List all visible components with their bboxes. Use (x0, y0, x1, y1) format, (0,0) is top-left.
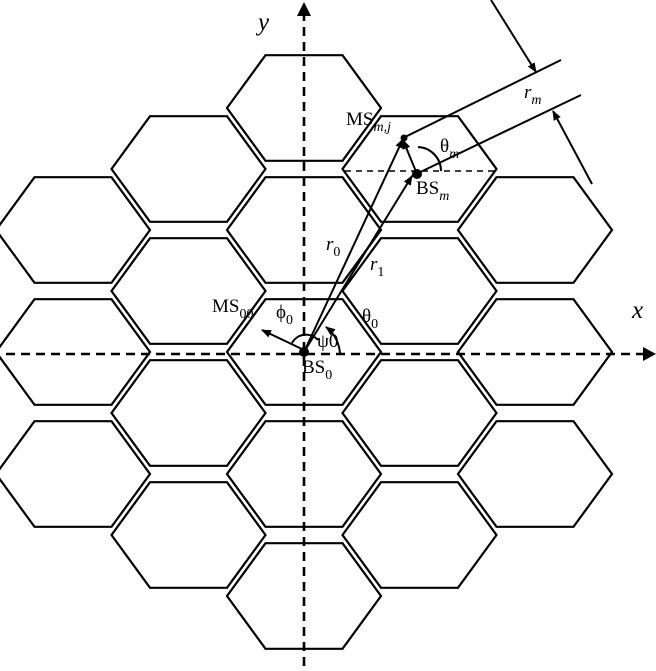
hex-cell (110, 359, 267, 467)
bs-0-point (299, 347, 309, 357)
hex-cell (110, 237, 267, 345)
hex-cell (456, 298, 614, 406)
bs-m-point (412, 169, 422, 179)
ms00-vector (261, 329, 305, 351)
hex-cell (110, 481, 267, 589)
r-m-label: rm (524, 82, 542, 108)
ms-mj-point (400, 134, 408, 142)
hex-cell (0, 176, 152, 284)
x-axis-label: x (631, 297, 643, 324)
phi0-arc (291, 333, 319, 344)
ms-mj-label: MSm,j (346, 109, 391, 135)
hex-cell (110, 115, 267, 223)
bs-m-label: BSm (416, 178, 449, 204)
hex-cell (0, 298, 152, 406)
r1-label: r1 (370, 254, 384, 280)
theta-m-label: θm (440, 136, 459, 162)
bsm-to-msmj-vector (402, 139, 418, 175)
theta0-arc (325, 326, 341, 355)
hex-cell (0, 420, 152, 528)
bs-0-label: BS0 (302, 357, 332, 383)
hex-cell (341, 237, 498, 345)
theta0-label: θ0 (362, 306, 378, 332)
r0-label: r0 (326, 234, 340, 260)
rm-extension-1 (402, 59, 562, 139)
rm-extension-2 (411, 94, 582, 177)
hex-cell (225, 420, 383, 528)
hex-cell (225, 298, 383, 406)
phi0-label: ϕ0 (276, 302, 293, 328)
hex-cell (341, 481, 498, 589)
hex-cell (225, 542, 383, 650)
r0-vector (303, 138, 404, 353)
hex-cell (225, 54, 383, 162)
rm-dimension-arrow-top (490, 0, 537, 73)
hex-cell (341, 115, 498, 223)
psi0-label: ψ0 (317, 331, 338, 352)
r1-vector (303, 175, 413, 353)
y-axis-label: y (255, 9, 270, 36)
ms-00-label: MS00 (212, 296, 253, 322)
hex-cell (341, 359, 498, 467)
hex-cell (225, 176, 383, 284)
y-axis-arrow (297, 2, 311, 16)
hex-cell (456, 176, 614, 284)
theta-m-arc (417, 146, 443, 172)
rm-dimension-arrow-bottom (552, 110, 593, 185)
hex-cell (456, 420, 614, 528)
x-axis-arrow (643, 347, 656, 361)
